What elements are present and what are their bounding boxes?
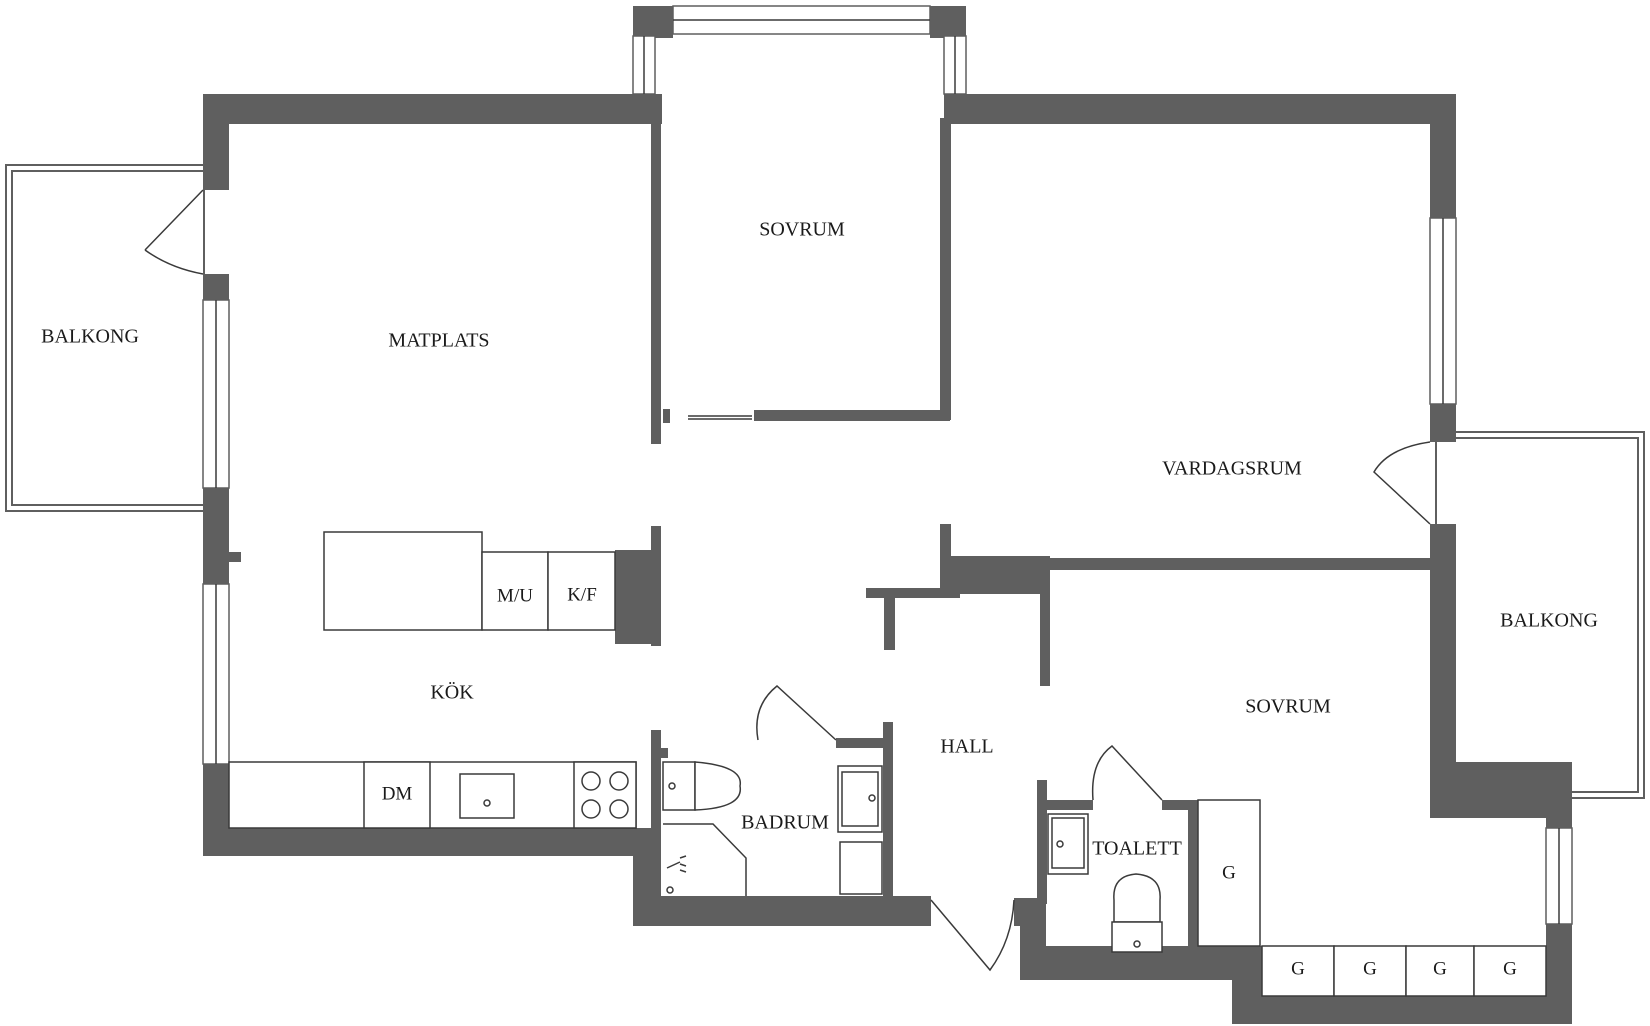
toilet-bowl	[1111, 873, 1163, 953]
room-label-hall: HALL	[940, 736, 993, 758]
kitchen-island	[323, 531, 483, 631]
fixture-label-wardrobe: G	[1503, 958, 1517, 979]
shower-area	[663, 823, 747, 896]
sink	[459, 773, 515, 819]
room-label-matplats: MATPLATS	[388, 330, 489, 352]
fixture-label-wardrobe: G	[1291, 958, 1305, 979]
fixture-label-dishwasher: DM	[382, 783, 413, 804]
toilet-sink	[1047, 813, 1089, 875]
room-label-sovrum-bottom: SOVRUM	[1245, 696, 1331, 718]
kitchen-counter	[228, 761, 637, 829]
fixture-label-wardrobe: G	[1433, 958, 1447, 979]
windows	[202, 5, 1573, 925]
room-label-balkong-left: BALKONG	[41, 326, 139, 348]
fixture-label-microwave: M/U	[497, 585, 533, 606]
bathroom-toilet	[662, 761, 741, 811]
room-label-badrum: BADRUM	[741, 812, 829, 834]
room-label-toalett: TOALETT	[1092, 838, 1182, 860]
room-label-sovrum-top: SOVRUM	[759, 219, 845, 241]
wardrobe-tall	[1197, 799, 1261, 947]
dishwasher	[363, 761, 431, 829]
microwave-cabinet	[481, 551, 549, 631]
fixture-label-wardrobe: G	[1363, 958, 1377, 979]
bathroom-sink	[837, 765, 883, 833]
stove	[573, 761, 637, 829]
fixture-label-wardrobe: G	[1222, 862, 1236, 883]
interior-walls	[615, 118, 1430, 956]
room-label-vardagsrum: VARDAGSRUM	[1162, 458, 1302, 480]
doors	[144, 189, 1431, 972]
washing-machine	[839, 841, 883, 895]
fixture-label-fridge-freezer: K/F	[567, 584, 597, 605]
wardrobe-row	[1261, 945, 1547, 997]
room-label-balkong-right: BALKONG	[1500, 610, 1598, 632]
room-label-kok: KÖK	[430, 681, 474, 704]
fridge-freezer-cabinet	[547, 551, 616, 631]
